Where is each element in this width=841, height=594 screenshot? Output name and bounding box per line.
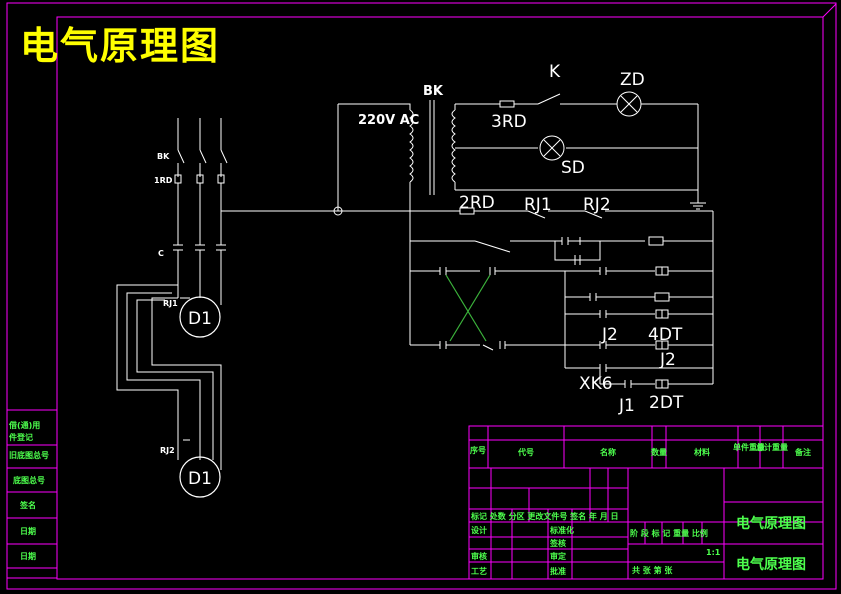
lamp-zd (616, 91, 642, 117)
lamp-sd-cross-b (543, 139, 561, 157)
label-transformer: BK (423, 84, 444, 99)
side-label-1: 件登记 (9, 432, 33, 442)
motor-2 (179, 456, 221, 498)
tb-header-qty: 数量 (651, 447, 667, 457)
label-rj2: RJ2 (160, 446, 175, 455)
tb-rev-row: 标记 处数 分区 更改文件号 签名 年 月 日 (470, 511, 619, 521)
side-label-0: 借(通)用 (8, 420, 40, 430)
tb-drawing-name: 电气原理图 (736, 515, 806, 532)
label-4dt: 4DT (648, 325, 683, 345)
tb-scale: 1:1 (706, 548, 721, 557)
tb-header-code: 代号 (517, 447, 534, 457)
label-j2-a: J2 (601, 325, 618, 345)
label-lamp-zd: ZD (620, 70, 645, 90)
side-panel-grid (6, 409, 58, 579)
label-1rd-fuse: 1RD (154, 176, 173, 185)
title-block-grid (468, 425, 824, 580)
interlock-line-a (445, 274, 487, 342)
tb-stage-cols: 阶 段 标 记 重量 比例 (630, 528, 708, 538)
label-relay-rj2: RJ2 (583, 195, 611, 215)
tb-header-material: 材料 (694, 447, 710, 457)
label-fuse-3rd: 3RD (491, 112, 527, 132)
tb-design: 设计 (471, 525, 487, 535)
label-switch-k: K (549, 62, 561, 82)
side-label-2: 旧底图总号 (9, 450, 49, 460)
transformer-circuit (333, 93, 706, 216)
label-j2-b: J2 (659, 350, 676, 370)
motor-1-label: D1 (188, 309, 212, 329)
motor-1 (179, 296, 221, 338)
label-lamp-sd: SD (561, 158, 585, 178)
side-label-6: 日期 (20, 551, 36, 561)
label-j1: J1 (618, 396, 635, 416)
corner-mark (822, 3, 837, 18)
lamp-sd (539, 135, 565, 161)
side-label-3: 底图总号 (12, 475, 45, 485)
power-circuit (116, 118, 338, 470)
label-fuse-2rd: 2RD (459, 193, 495, 213)
tb-review: 审核 (471, 551, 487, 561)
label-xk6: XK6 (579, 374, 613, 394)
label-rj1: RJ1 (163, 299, 178, 308)
tb-sign1: 签核 (549, 538, 566, 548)
drawing-title: 电气原理图 (20, 24, 220, 68)
tb-header-seq: 序号 (470, 445, 486, 455)
motor-2-label: D1 (188, 469, 212, 489)
interlock-line-b (449, 274, 491, 342)
inner-border (56, 16, 824, 580)
tb-header-note: 备注 (794, 447, 811, 457)
tb-standard: 标准化 (549, 525, 574, 535)
tb-drawing-no: 电气原理图 (736, 556, 806, 573)
label-voltage: 220V AC (358, 113, 419, 128)
side-label-4: 签名 (19, 500, 36, 510)
tb-header-unit-weight: 单件重量 (733, 442, 765, 452)
label-bk-switch: BK (157, 152, 170, 161)
tb-approve: 批准 (550, 566, 566, 576)
tb-header-name: 名称 (600, 447, 616, 457)
label-2dt: 2DT (649, 393, 684, 413)
control-circuit (409, 207, 714, 389)
tb-sign2: 审定 (550, 551, 566, 561)
tb-header-total-weight: 总计重量 (756, 442, 788, 452)
tb-sheets: 共 张 第 张 (632, 565, 673, 575)
side-label-5: 日期 (20, 526, 36, 536)
outer-border (6, 2, 837, 590)
label-relay-rj1: RJ1 (524, 195, 552, 215)
label-c-contactor: C (158, 249, 164, 258)
lamp-zd-cross-b (620, 95, 638, 113)
tb-craft: 工艺 (471, 566, 487, 576)
